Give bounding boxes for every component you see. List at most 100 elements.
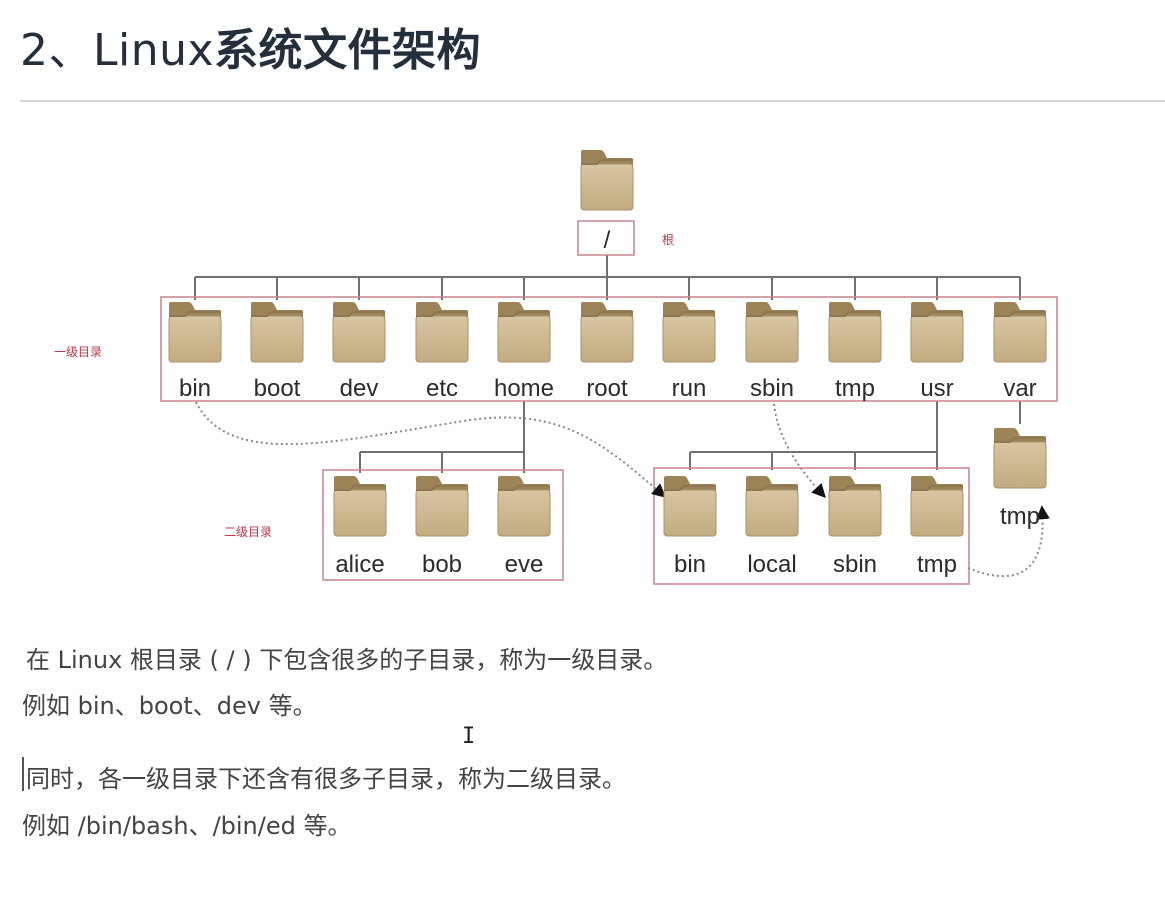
folder-edge [169,311,221,317]
folder-icon [828,315,882,363]
bin-folder: bin [168,302,222,402]
folder-edge [663,311,715,317]
folder-edge [746,311,798,317]
tmp-folder: tmp [828,302,882,402]
folder-edge [829,485,881,491]
sbin-folder: sbin [745,302,799,402]
dotted-links [195,401,1050,578]
tmp-folder: tmp [993,428,1047,530]
title-divider [20,100,1165,102]
folder-edge [911,485,963,491]
root-label: 根 [662,233,674,247]
folder-icon [168,315,222,363]
folder-icon [662,315,716,363]
home-folder: home [494,302,554,402]
folder-icon [910,489,964,537]
bob-folder: bob [415,476,469,578]
folders: / bin boot dev etc home root run sbin tmp usr var al… [168,150,1047,578]
page-title: 2、Linux系统文件架构 [20,14,481,78]
folder-edge [334,485,386,491]
folder-name: var [1003,375,1036,402]
root-folder: root [580,302,634,402]
folder-icon [497,489,551,537]
folder-name: alice [335,551,384,578]
tree-connectors [194,255,1021,473]
folder-name: tmp [1000,503,1040,530]
root-name-box [577,220,635,256]
folder-name: usr [920,375,953,402]
folder-name: home [494,375,554,402]
folder-icon [745,489,799,537]
folder-name: boot [254,375,301,402]
folder-icon [663,489,717,537]
folder-icon [250,315,304,363]
folder-edge [911,311,963,317]
dotted-link-tmp [967,505,1050,578]
folder-name: bin [179,375,211,402]
run-folder: run [662,302,716,402]
root-folder [580,150,634,211]
folder-name: tmp [917,551,957,578]
folder-edge [251,311,303,317]
folder-icon [415,489,469,537]
level2-home-box [322,469,564,581]
dotted-link-bin [195,401,667,498]
title-number: 2、 [20,25,93,76]
folder-edge [498,311,550,317]
folder-name: tmp [835,375,875,402]
folder-icon [497,315,551,363]
boot-folder: boot [250,302,304,402]
folder-icon [993,441,1047,489]
paragraph-2: 例如 bin、boot、dev 等。 [22,692,317,720]
folder-icon [580,315,634,363]
folder-icon [580,163,634,211]
eve-folder: eve [497,476,551,578]
paragraph-3: 同时，各一级目录下还含有很多子目录，称为二级目录。 [26,765,626,793]
bin-folder: bin [663,476,717,578]
paragraph-1: 在 Linux 根目录 ( / ) 下包含很多的子目录，称为一级目录。 [26,646,668,674]
folder-edge [994,311,1046,317]
level1-box [160,296,1058,402]
ibeam-cursor-icon: I [462,724,476,749]
text-caret [22,757,24,791]
folder-edge [333,311,385,317]
folder-name: etc [426,375,458,402]
folder-edge [416,485,468,491]
folder-icon [745,315,799,363]
usr-folder: usr [910,302,964,402]
folder-name: run [672,375,707,402]
sbin-folder: sbin [828,476,882,578]
folder-name: local [747,551,796,578]
folder-name: dev [340,375,379,402]
folder-edge [994,437,1046,443]
folder-name: bob [422,551,462,578]
level2-label: 二级目录 [224,525,272,539]
title-latin: Linux [93,25,215,76]
root-name: / [604,227,611,254]
folder-icon [910,315,964,363]
folder-icon [415,315,469,363]
folder-name: sbin [750,375,794,402]
folder-icon [332,315,386,363]
folder-edge [416,311,468,317]
folder-icon [828,489,882,537]
folder-icon [333,489,387,537]
etc-folder: etc [415,302,469,402]
folder-edge [581,311,633,317]
alice-folder: alice [333,476,387,578]
folder-edge [829,311,881,317]
dev-folder: dev [332,302,386,402]
folder-name: bin [674,551,706,578]
title-cjk: 系统文件架构 [214,25,482,76]
folder-name: sbin [833,551,877,578]
folder-icon [993,315,1047,363]
folder-name: root [586,375,628,402]
paragraph-4: 例如 /bin/bash、/bin/ed 等。 [22,812,352,840]
level1-label: 一级目录 [54,345,102,359]
level2-usr-box [653,467,970,585]
folder-edge [498,485,550,491]
dotted-link-sbin [773,403,826,499]
folder-name: eve [505,551,544,578]
group-boxes [160,220,1058,585]
var-folder: var [993,302,1047,402]
